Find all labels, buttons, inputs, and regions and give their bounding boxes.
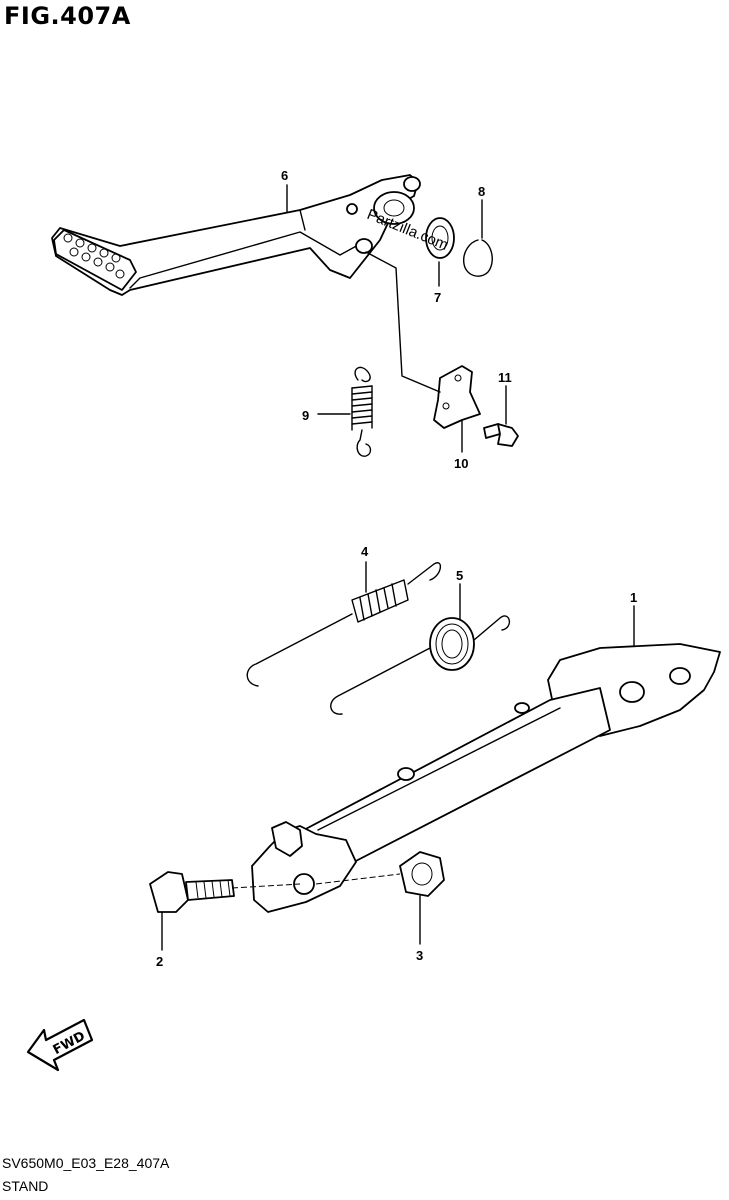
side-stand-part-1[interactable] <box>251 643 721 913</box>
leader-lines <box>161 184 635 951</box>
bracket-part-10[interactable] <box>433 365 481 429</box>
callout-8: 8 <box>478 184 485 199</box>
callout-10: 10 <box>454 456 468 471</box>
figure-title: FIG.407A <box>4 2 131 30</box>
pedal-rubber-pad <box>53 229 137 291</box>
callout-4: 4 <box>361 544 369 559</box>
figure-code: SV650M0_E03_E28_407A <box>2 1155 170 1171</box>
snap-ring-part-8[interactable] <box>463 239 493 277</box>
bolt-part-2[interactable] <box>149 871 235 913</box>
bolt-part-11[interactable] <box>483 423 519 447</box>
spring-part-4[interactable] <box>246 562 441 687</box>
figure-name: STAND <box>2 1178 49 1194</box>
washer-part-7[interactable] <box>425 217 455 259</box>
callout-2: 2 <box>156 954 163 969</box>
pedal-part-6[interactable] <box>51 174 421 296</box>
callout-6: 6 <box>281 168 288 183</box>
callout-7: 7 <box>434 290 441 305</box>
nut-part-3[interactable] <box>399 851 445 897</box>
callout-11: 11 <box>498 370 512 385</box>
fwd-arrow-icon: FWD <box>26 1018 94 1072</box>
spring-part-9[interactable] <box>351 366 373 457</box>
spring-part-5[interactable] <box>330 615 510 715</box>
callout-3: 3 <box>416 948 423 963</box>
callout-5: 5 <box>456 568 463 583</box>
callout-1: 1 <box>630 590 637 605</box>
callout-9: 9 <box>302 408 309 423</box>
